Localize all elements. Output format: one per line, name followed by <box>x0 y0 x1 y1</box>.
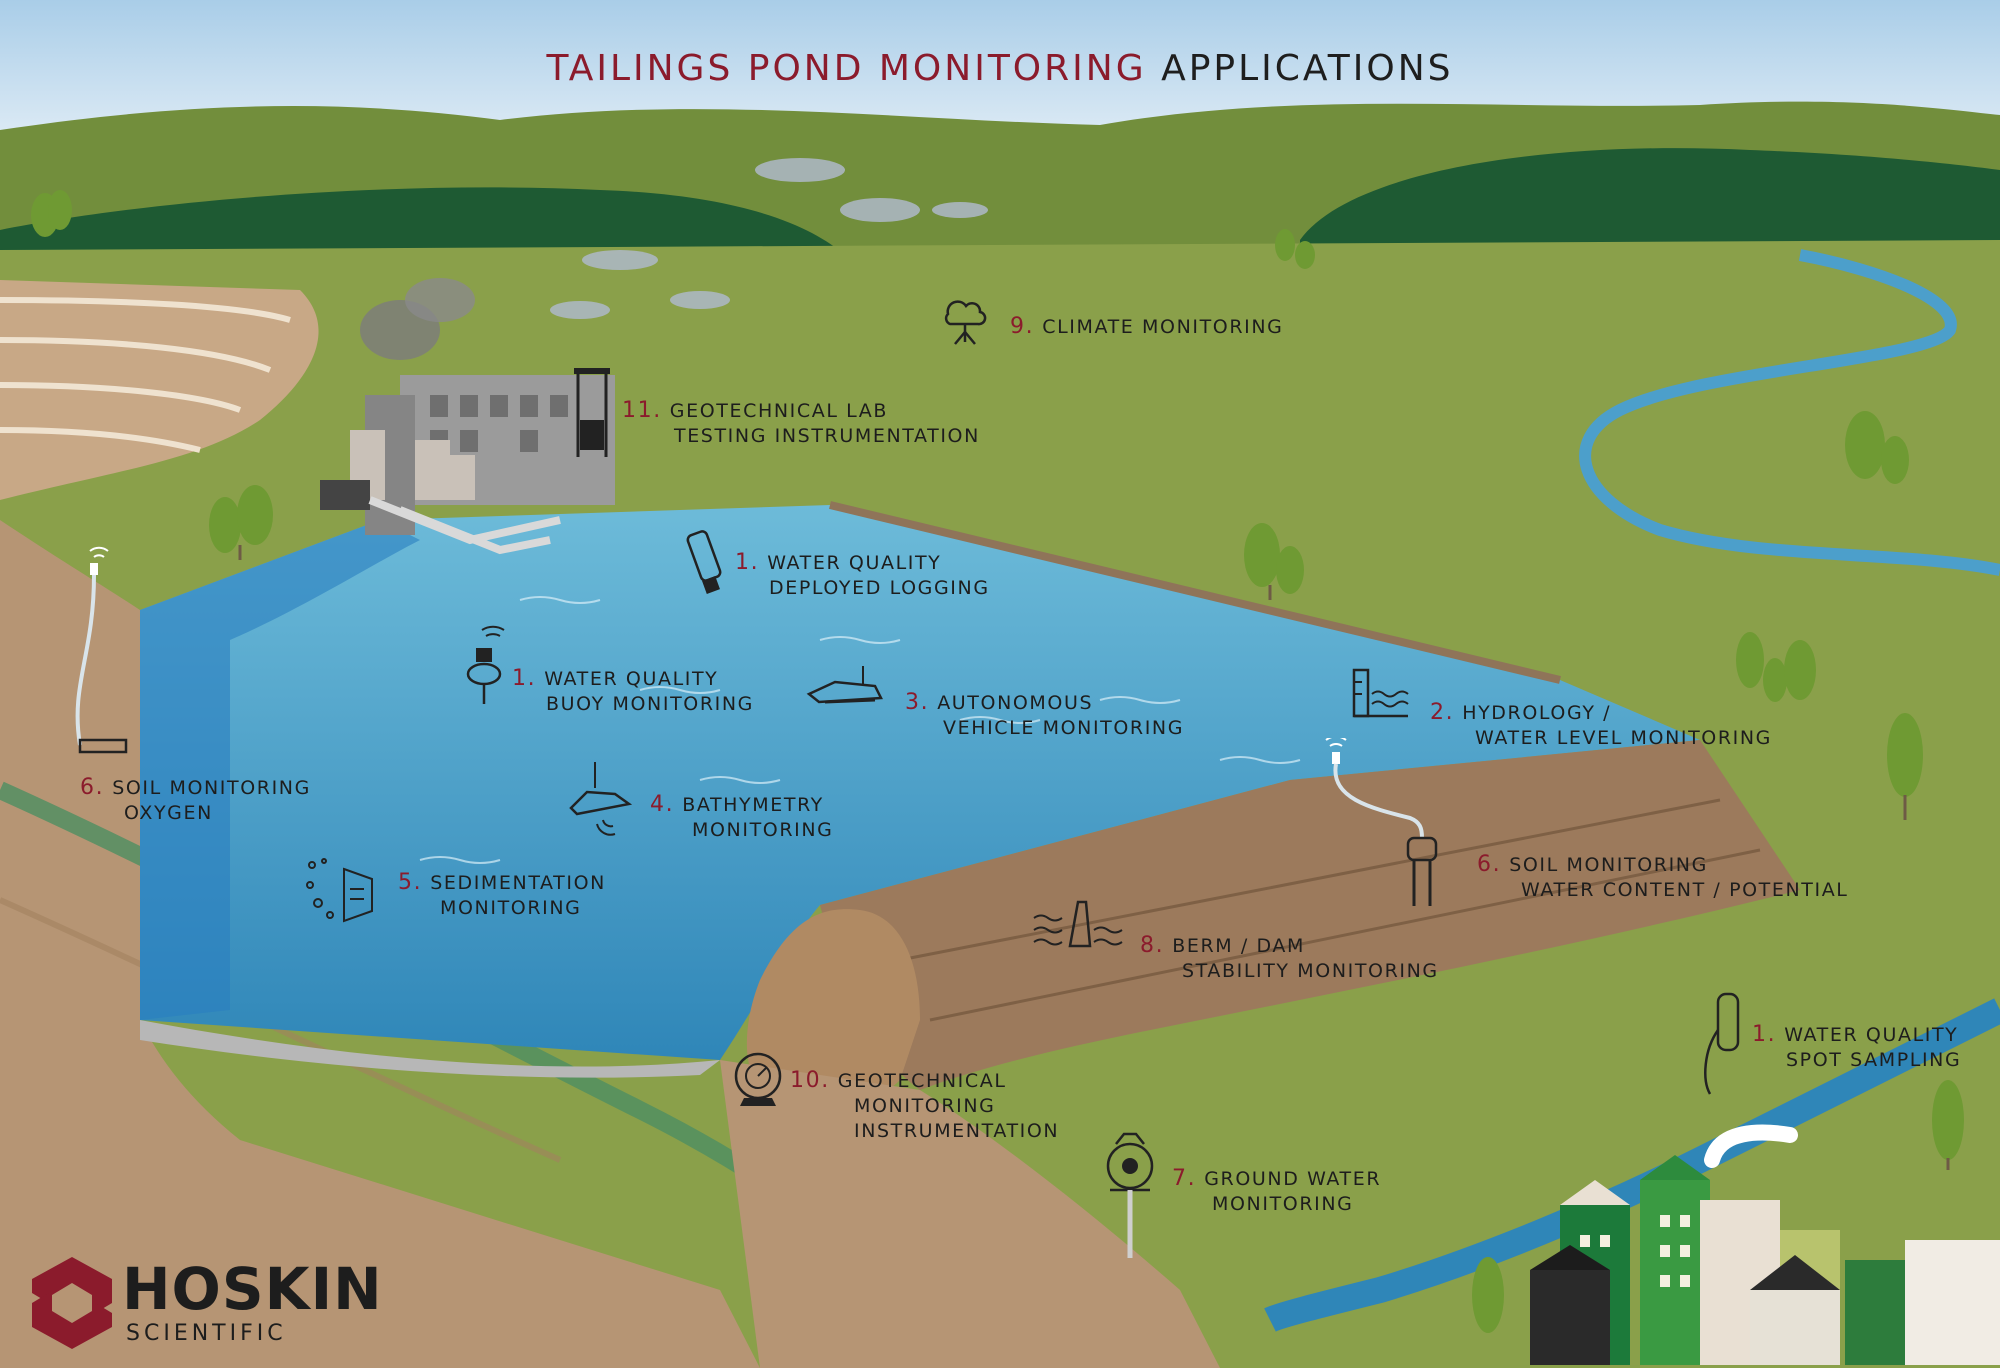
sedimentation-icon <box>306 858 373 923</box>
water-level-gauge-icon <box>1352 668 1409 718</box>
logo-subtitle: SCIENTIFIC <box>126 1321 287 1346</box>
groundwater-logger-icon <box>1106 1132 1154 1258</box>
hoskin-logo-mark-icon <box>32 1257 112 1349</box>
hoskin-logo: HOSKIN SCIENTIFIC <box>30 1255 450 1355</box>
label-geotechnical-lab: 11.GEOTECHNICAL LAB TESTING INSTRUMENTAT… <box>622 398 980 447</box>
label-spot-sampling: 1.WATER QUALITY SPOT SAMPLING <box>1752 1022 1962 1071</box>
climate-station-icon <box>944 300 987 345</box>
oxygen-sensor-icon <box>75 546 128 754</box>
label-soil-water-content: 6.SOIL MONITORING WATER CONTENT / POTENT… <box>1477 852 1849 901</box>
label-deployed-logging: 1.WATER QUALITY DEPLOYED LOGGING <box>735 550 990 599</box>
page-title: TAILINGS POND MONITORING APPLICATIONS <box>0 48 2000 89</box>
title-rest: APPLICATIONS <box>1161 48 1454 89</box>
label-berm-dam: 8.BERM / DAM STABILITY MONITORING <box>1140 933 1439 982</box>
geotech-lab-instrument-icon <box>574 368 610 457</box>
label-hydrology: 2.HYDROLOGY / WATER LEVEL MONITORING <box>1430 700 1773 749</box>
piezometer-gauge-icon <box>734 1052 782 1106</box>
autonomous-vehicle-icon <box>806 666 883 704</box>
label-bathymetry: 4.BATHYMETRY MONITORING <box>650 792 834 841</box>
title-accent: TAILINGS POND MONITORING <box>546 48 1147 89</box>
label-climate-monitoring: 9.CLIMATE MONITORING <box>1010 314 1284 339</box>
label-sedimentation: 5.SEDIMENTATION MONITORING <box>398 870 606 919</box>
label-geotechnical-monitoring: 10.GEOTECHNICAL MONITORING INSTRUMENTATI… <box>790 1068 1060 1142</box>
berm-stability-icon <box>1033 900 1123 948</box>
soil-moisture-sensor-icon <box>1325 738 1438 906</box>
bathymetry-boat-icon <box>569 762 633 836</box>
village-illustration <box>1530 1124 2000 1365</box>
buoy-icon <box>466 625 505 704</box>
logo-name: HOSKIN <box>122 1255 383 1323</box>
label-autonomous-vehicle: 3.AUTONOMOUS VEHICLE MONITORING <box>905 690 1185 739</box>
label-buoy-monitoring: 1.WATER QUALITY BUOY MONITORING <box>512 666 754 715</box>
spot-sampling-probe-icon <box>1704 992 1740 1095</box>
deployed-logger-icon <box>686 530 722 594</box>
label-ground-water: 7.GROUND WATER MONITORING <box>1172 1166 1382 1215</box>
label-soil-oxygen: 6.SOIL MONITORING OXYGEN <box>80 775 311 824</box>
